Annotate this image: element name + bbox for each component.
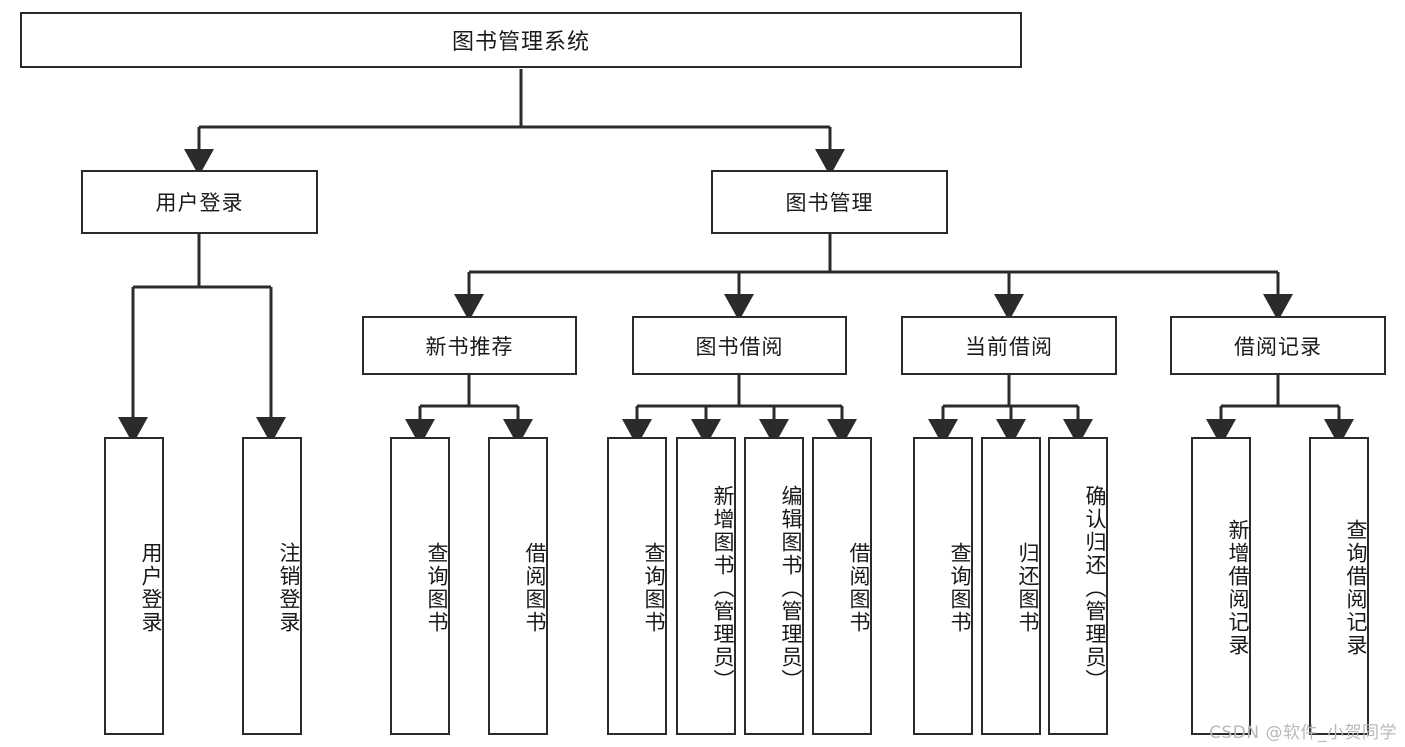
- node-label: 归还图书: [1016, 542, 1040, 634]
- leaf-user-login-logout[interactable]: 注销登录: [242, 437, 302, 735]
- node-label: 当前借阅: [965, 334, 1053, 359]
- node-label: 查询图书: [425, 542, 449, 634]
- leaf-current-borrow-confirm-return-admin[interactable]: 确认归还（管理员）: [1048, 437, 1108, 735]
- leaf-borrow-record-query-record[interactable]: 查询借阅记录: [1309, 437, 1369, 735]
- node-root-book-management-system[interactable]: 图书管理系统: [20, 12, 1022, 68]
- node-label: 查询图书: [642, 542, 666, 634]
- leaf-borrow-record-add-record[interactable]: 新增借阅记录: [1191, 437, 1251, 735]
- leaf-book-borrow-add-book-admin[interactable]: 新增图书（管理员）: [676, 437, 736, 735]
- leaf-book-borrow-borrow-book[interactable]: 借阅图书: [812, 437, 872, 735]
- node-label: 确认归还（管理员）: [1083, 484, 1107, 692]
- node-label: 查询图书: [948, 542, 972, 634]
- node-label: 用户登录: [139, 542, 163, 634]
- node-label: 新增图书（管理员）: [711, 484, 735, 692]
- leaf-book-borrow-query-book[interactable]: 查询图书: [607, 437, 667, 735]
- node-book-management[interactable]: 图书管理: [711, 170, 948, 234]
- node-current-borrow[interactable]: 当前借阅: [901, 316, 1117, 375]
- node-borrow-record[interactable]: 借阅记录: [1170, 316, 1386, 375]
- node-label: 用户登录: [155, 191, 244, 215]
- node-label: 借阅图书: [847, 542, 871, 634]
- node-label: 图书借阅: [695, 334, 784, 359]
- node-label: 图书管理: [785, 191, 874, 215]
- node-label: 注销登录: [277, 542, 301, 634]
- node-user-login[interactable]: 用户登录: [81, 170, 318, 234]
- watermark-text: CSDN @软件_小贺同学: [1209, 723, 1397, 743]
- node-label: 借阅图书: [523, 542, 547, 634]
- node-label: 新书推荐: [425, 334, 514, 359]
- node-new-book-recommend[interactable]: 新书推荐: [362, 316, 577, 375]
- leaf-new-book-borrow-book[interactable]: 借阅图书: [488, 437, 548, 735]
- node-label: 编辑图书（管理员）: [779, 484, 803, 692]
- leaf-book-borrow-edit-book-admin[interactable]: 编辑图书（管理员）: [744, 437, 804, 735]
- node-label: 新增借阅记录: [1226, 519, 1250, 657]
- node-label: 图书管理系统: [451, 30, 590, 55]
- leaf-user-login-login[interactable]: 用户登录: [104, 437, 164, 735]
- leaf-new-book-query-book[interactable]: 查询图书: [390, 437, 450, 735]
- node-label: 查询借阅记录: [1344, 519, 1368, 657]
- leaf-current-borrow-query-book[interactable]: 查询图书: [913, 437, 973, 735]
- node-book-borrow[interactable]: 图书借阅: [632, 316, 847, 375]
- leaf-current-borrow-return-book[interactable]: 归还图书: [981, 437, 1041, 735]
- node-label: 借阅记录: [1234, 334, 1322, 359]
